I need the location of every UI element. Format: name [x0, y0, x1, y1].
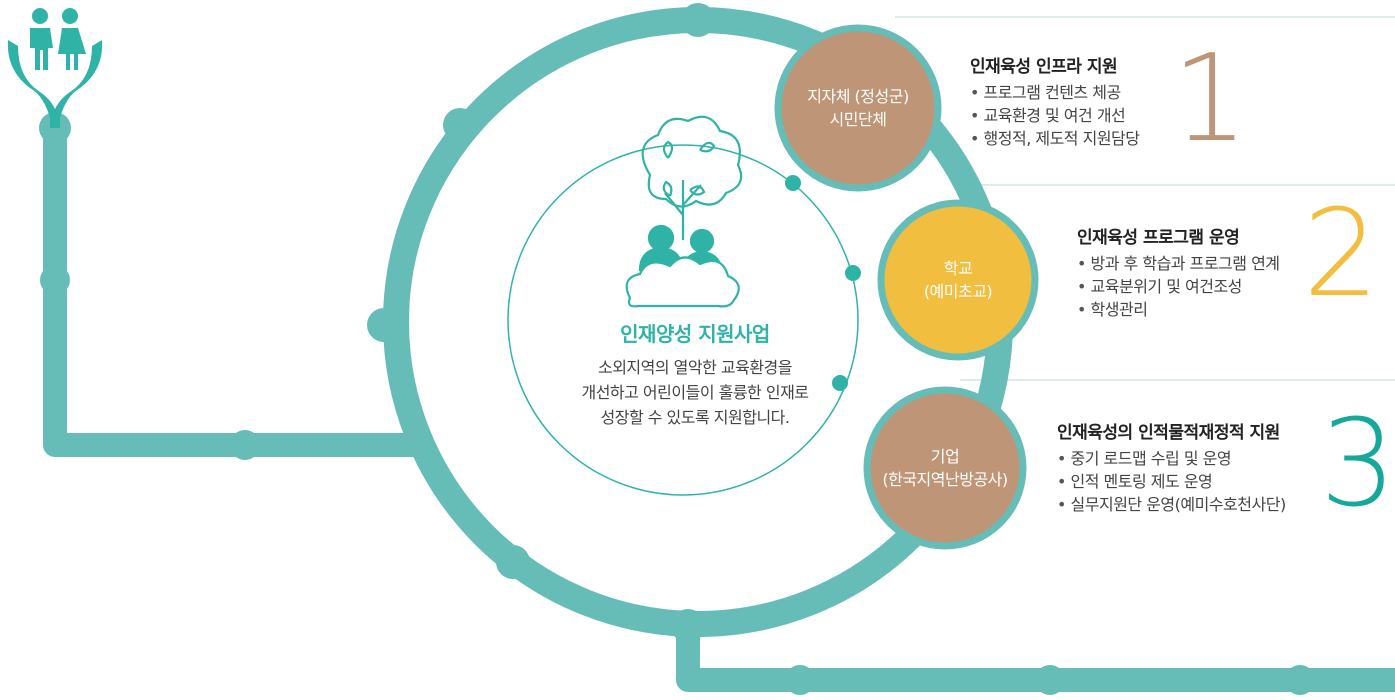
section-item: 중기 로드맵 수립 및 운영 — [1057, 447, 1286, 470]
section-number-2: 2 — [1303, 185, 1379, 324]
center-desc-line: 개선하고 어린이들이 훌륭한 인재로 — [581, 383, 809, 402]
node-label-line: 기업 — [930, 447, 960, 466]
node-label-line: (한국지역난방공사) — [882, 470, 1008, 489]
section-item: 행정적, 제도적 지원담당 — [970, 127, 1140, 150]
pipe-knob — [785, 665, 815, 695]
section-3: 인재육성의 인적물적재정적 지원 중기 로드맵 수립 및 운영 인적 멘토링 제… — [1057, 418, 1286, 516]
section-item: 학생관리 — [1077, 298, 1280, 321]
section-items: 중기 로드맵 수립 및 운영 인적 멘토링 제도 운영 실무지원단 운영(예미수… — [1057, 447, 1287, 516]
center-desc-line: 소외지역의 열악한 교육환경을 — [597, 358, 793, 377]
family-hands-icon — [7, 8, 103, 128]
center-desc-line: 성장할 수 있도록 지원합니다. — [600, 408, 790, 427]
node-label-line: (예미초교) — [923, 282, 993, 301]
ring-knob — [443, 108, 477, 142]
node-label-3: 기업 (한국지역난방공사) — [860, 390, 1030, 546]
section-item: 방과 후 학습과 프로그램 연계 — [1077, 252, 1280, 275]
center-title: 인재양성 지원사업 — [620, 322, 770, 346]
section-items: 프로그램 컨텐츠 체공 교육환경 및 여건 개선 행정적, 제도적 지원담당 — [970, 81, 1140, 150]
node-label-1: 지자체 (정성군) 시민단체 — [778, 28, 938, 188]
section-1: 인재육성 인프라 지원 프로그램 컨텐츠 체공 교육환경 및 여건 개선 행정적… — [970, 52, 1140, 150]
left-pipe — [43, 128, 420, 457]
section-number-1: 1 — [1172, 30, 1248, 169]
pipe-knob — [1035, 665, 1065, 695]
ring-knob — [496, 545, 530, 579]
node-label-line: 학교 — [943, 259, 973, 278]
ring-knob — [671, 609, 705, 643]
pipe-knob — [40, 265, 70, 295]
section-number-3: 3 — [1320, 395, 1395, 534]
node-circle-3 — [863, 386, 1027, 550]
tree-children-icon — [625, 115, 743, 308]
inner-dot — [845, 265, 861, 281]
ring-knob — [681, 3, 715, 37]
section-title: 인재육성 프로그램 운영 — [1077, 228, 1240, 248]
section-2: 인재육성 프로그램 운영 방과 후 학습과 프로그램 연계 교육분위기 및 여건… — [1077, 223, 1280, 321]
section-title: 인재육성 인프라 지원 — [970, 57, 1118, 77]
node-circle-1 — [774, 24, 942, 192]
node-label-2: 학교 (예미초교) — [881, 203, 1035, 357]
ring-knob — [367, 308, 401, 342]
section-item: 교육분위기 및 여건조성 — [1077, 275, 1280, 298]
section-item: 실무지원단 운영(예미수호천사단) — [1057, 493, 1287, 516]
inner-dot — [832, 375, 848, 391]
node-circle-2 — [877, 199, 1039, 361]
section-item: 교육환경 및 여건 개선 — [970, 104, 1140, 127]
section-title: 인재육성의 인적물적재정적 지원 — [1057, 423, 1280, 443]
node-label-line: 시민단체 — [829, 110, 887, 129]
section-item: 프로그램 컨텐츠 체공 — [970, 81, 1140, 104]
node-label-line: 지자체 (정성군) — [807, 87, 909, 106]
inner-circle — [507, 144, 859, 496]
center-description: 소외지역의 열악한 교육환경을 개선하고 어린이들이 훌륭한 인재로 성장할 수… — [515, 355, 875, 430]
inner-dot — [785, 175, 801, 191]
pipe-knob — [230, 430, 260, 460]
section-item: 인적 멘토링 제도 운영 — [1057, 470, 1286, 493]
pipe-knob — [1285, 665, 1315, 695]
section-items: 방과 후 학습과 프로그램 연계 교육분위기 및 여건조성 학생관리 — [1077, 252, 1280, 321]
